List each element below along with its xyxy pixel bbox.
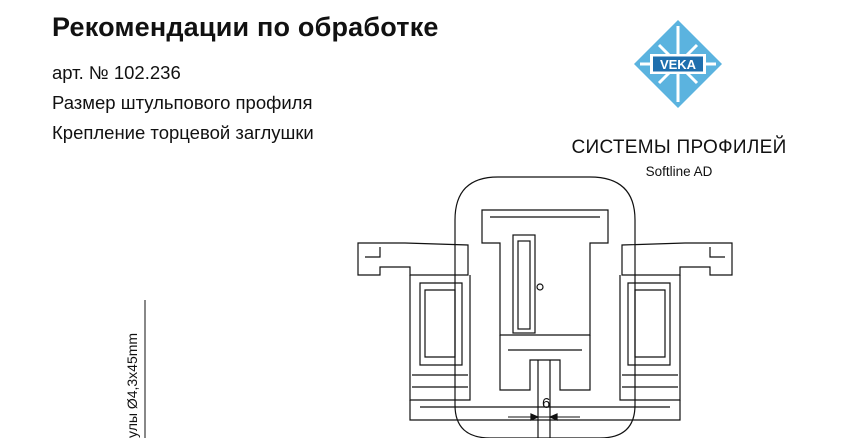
mullion-head [481,209,609,336]
steel-reinforcement [512,234,536,334]
left-frame-body [409,275,471,401]
screw-hole [536,283,544,291]
contour-outline [454,176,636,438]
left-sash-lip [365,247,381,258]
screw-note: улы Ø4,3x45mm [122,300,146,438]
product-series: Softline AD [645,164,713,179]
right-chamber [627,282,671,366]
logo-wordmark: VEKA [660,57,697,72]
left-chamber [419,282,463,366]
right-frame-ribs [622,374,678,388]
steel-inner [517,240,531,330]
mullion-lower [499,335,591,391]
screw-note-rule [144,300,146,438]
logo-band [653,56,703,72]
dim-arrows [530,413,558,421]
dimension-label: 6 [542,395,551,412]
right-sash-top [621,242,733,276]
right-sash-lip [709,247,725,258]
article-number: арт. № 102.236 [52,62,181,83]
left-chamber-inner [424,289,456,358]
base-profile [409,400,681,421]
left-sash-top [357,242,469,276]
veka-logo: VEKA [634,20,722,108]
profile-cross-section [357,176,733,438]
right-frame-body [619,275,681,401]
profile-size-line: Размер штульпового профиля [52,92,313,113]
page-title: Рекомендации по обработке [52,12,439,42]
right-chamber-inner [634,289,666,358]
end-cap-line: Крепление торцевой заглушки [52,122,314,143]
brand-subtitle: СИСТЕМЫ ПРОФИЛЕЙ [571,137,787,158]
left-frame-ribs [412,374,468,388]
